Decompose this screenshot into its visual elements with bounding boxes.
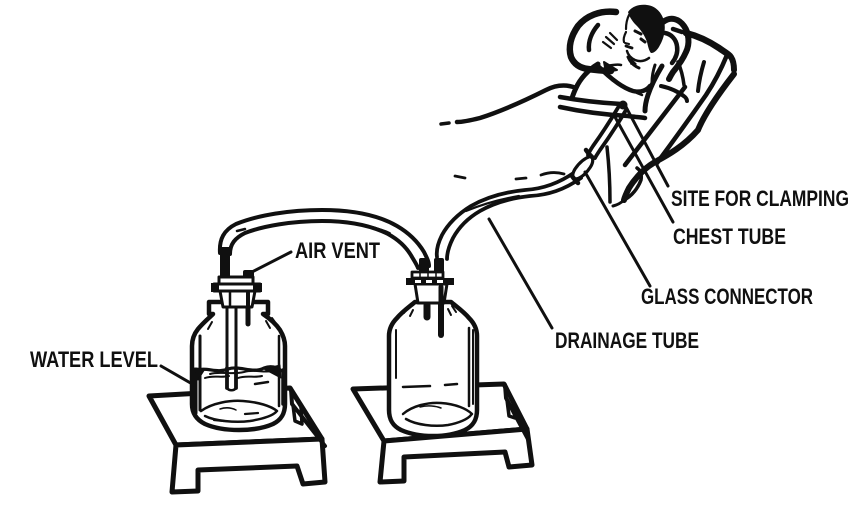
svg-text:GLASS CONNECTOR: GLASS CONNECTOR bbox=[641, 284, 813, 309]
svg-text:WATER LEVEL: WATER LEVEL bbox=[30, 347, 158, 372]
svg-text:CHEST TUBE: CHEST TUBE bbox=[673, 224, 786, 249]
svg-text:AIR VENT: AIR VENT bbox=[295, 238, 380, 263]
svg-text:SITE FOR CLAMPING: SITE FOR CLAMPING bbox=[671, 186, 849, 211]
svg-text:DRAINAGE TUBE: DRAINAGE TUBE bbox=[555, 328, 699, 353]
